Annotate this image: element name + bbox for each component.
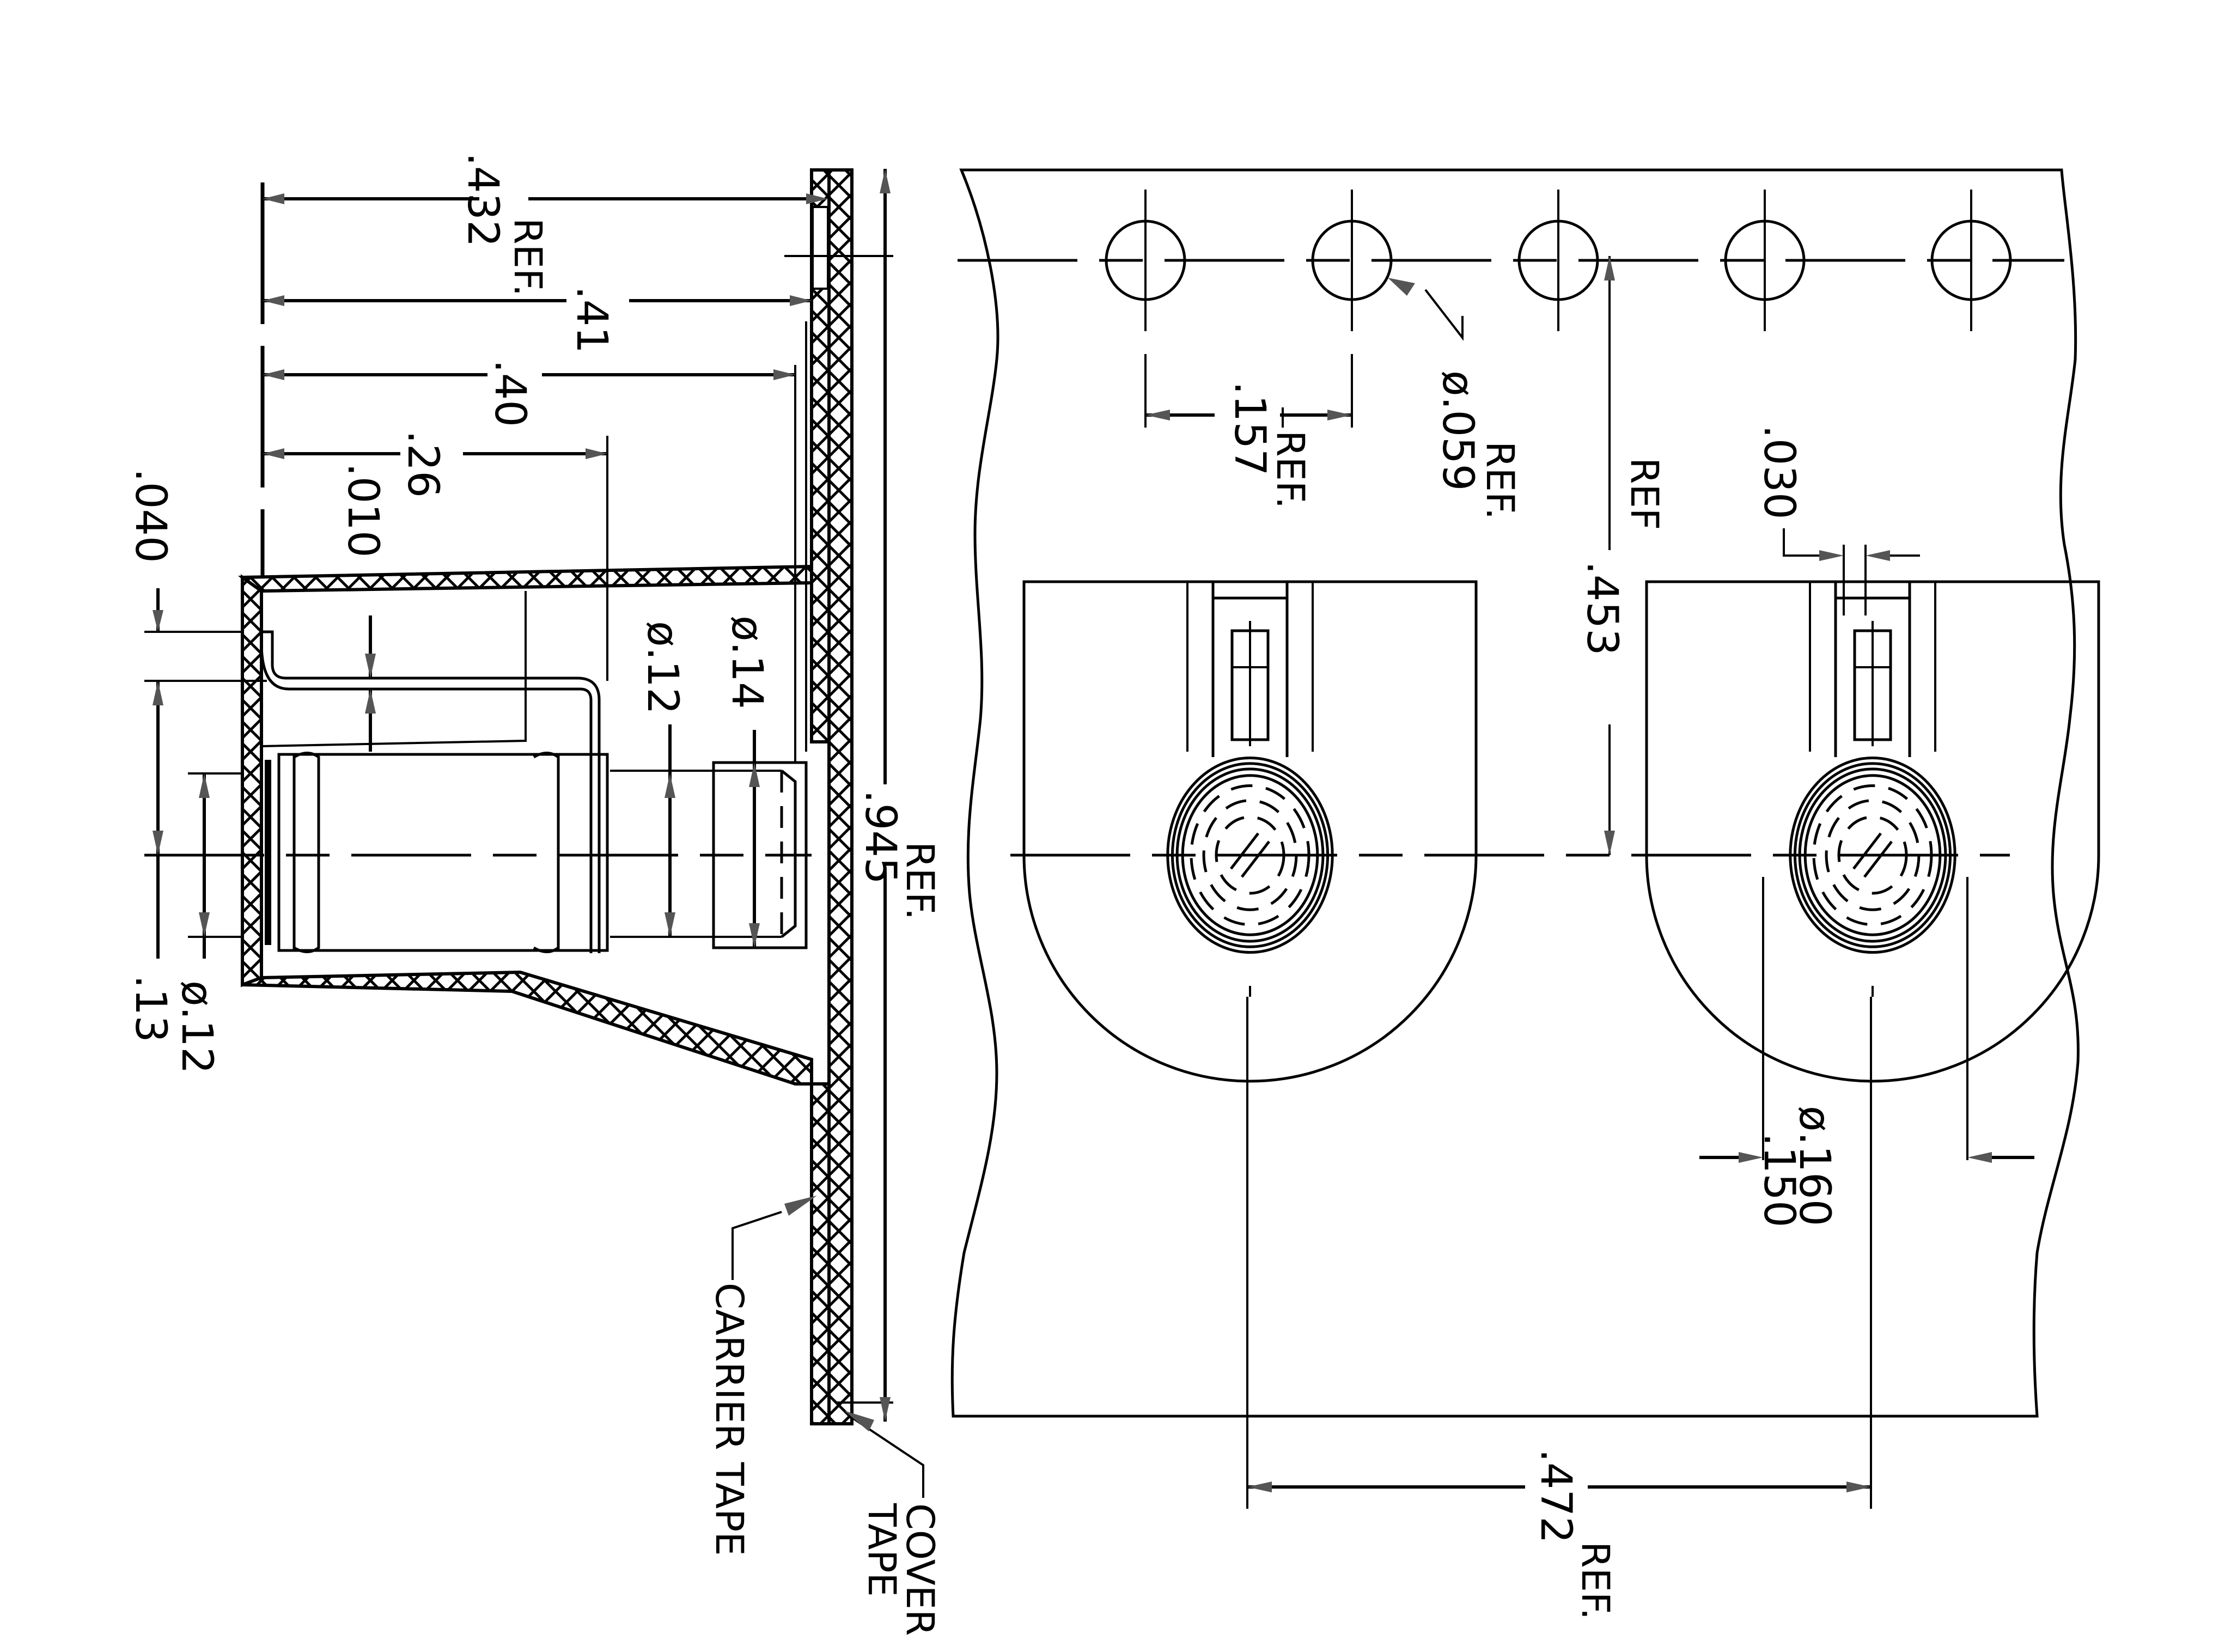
dim-157-label: .157 (1225, 381, 1274, 476)
pocket-2 (1645, 580, 2100, 1083)
slot-inner (1211, 582, 1289, 757)
dim-059-ref-suffix: REF. (1478, 441, 1522, 520)
dim-13 (153, 681, 163, 959)
dim-472-ref-suffix: REF. (1573, 1541, 1618, 1620)
plan-view: .157 REF. ø.059 REF. .453 REF .030 (950, 168, 2100, 1620)
dim-472-label: .472 (1531, 1449, 1580, 1544)
section-view: .432 REF. .41 .40 .26 (126, 153, 942, 1636)
pocket-outline (1022, 580, 1478, 1083)
slot-inner (1834, 582, 1911, 757)
dim-41 (263, 281, 812, 321)
pocket-wall-back (241, 574, 263, 987)
dim-157-ref (1144, 354, 1353, 428)
dim-945-ref (880, 169, 891, 1422)
dim-059-leader (1388, 278, 1464, 341)
dim-453-label: .453 (1577, 561, 1626, 656)
dim-472-ref (1246, 997, 1872, 1509)
slot-outer (1186, 582, 1314, 752)
cover-tape-leader (844, 1411, 924, 1498)
dim-dia160-150 (1699, 877, 2034, 1163)
dim-059-label: ø.059 (1433, 370, 1482, 491)
dim-26-label: .26 (398, 430, 447, 498)
dim-dia12-mid-label: ø.12 (638, 621, 687, 715)
dim-010-label: .010 (338, 463, 387, 558)
dim-030 (1783, 528, 1920, 615)
dim-432-ref (263, 180, 828, 218)
dim-40 (263, 354, 795, 395)
sprocket-holes (1105, 190, 2012, 331)
dim-040-label: .040 (126, 468, 175, 563)
dim-26 (263, 433, 607, 474)
slot-hatch (1230, 832, 1270, 878)
dim-dia14 (749, 730, 760, 948)
dim-030-label: .030 (1754, 425, 1803, 520)
dim-dia12-left-label: ø.12 (172, 980, 221, 1074)
dim-dia150-label: .150 (1754, 1133, 1803, 1228)
dim-040 (153, 588, 163, 632)
dim-dia12-mid (665, 724, 675, 937)
slot-outer (1809, 582, 1936, 752)
component-body (277, 753, 609, 952)
dim-432-label: .432 (458, 153, 507, 247)
carrier-tape-label: CARRIER TAPE (707, 1283, 752, 1556)
pocket-wall-top (238, 564, 813, 598)
slot-hatch (1852, 832, 1893, 878)
dim-13-label: .13 (126, 975, 175, 1043)
dim-40-label: .40 (485, 359, 534, 427)
dim-dia160-label: ø.160 (1790, 1106, 1839, 1226)
cover-tape-label-line1: COVER (898, 1503, 942, 1636)
dim-945-ref-suffix: REF. (898, 842, 942, 920)
dim-dia12-left (199, 773, 210, 959)
cover-tape-label-line2: TAPE (860, 1503, 904, 1597)
dim-010 (365, 615, 376, 752)
dim-432-ref-suffix: REF. (505, 218, 550, 296)
dim-453-ref-suffix: REF (1622, 458, 1667, 530)
dim-41-label: .41 (567, 286, 616, 353)
dim-dia14-label: ø.14 (722, 615, 771, 709)
pocket-wall-bottom (241, 970, 813, 1086)
dim-157-ref-suffix: REF. (1268, 430, 1313, 509)
pocket-1 (1022, 580, 1478, 1083)
pocket-outline (1645, 580, 2100, 1083)
carrier-tape-flange-bottom (810, 1082, 831, 1425)
carrier-tape-leader (732, 1196, 817, 1280)
tape-outline (950, 168, 2080, 1418)
dim-945-label: .945 (856, 790, 905, 885)
dim-453-ref (1604, 256, 1615, 855)
cover-tape (827, 168, 854, 1425)
